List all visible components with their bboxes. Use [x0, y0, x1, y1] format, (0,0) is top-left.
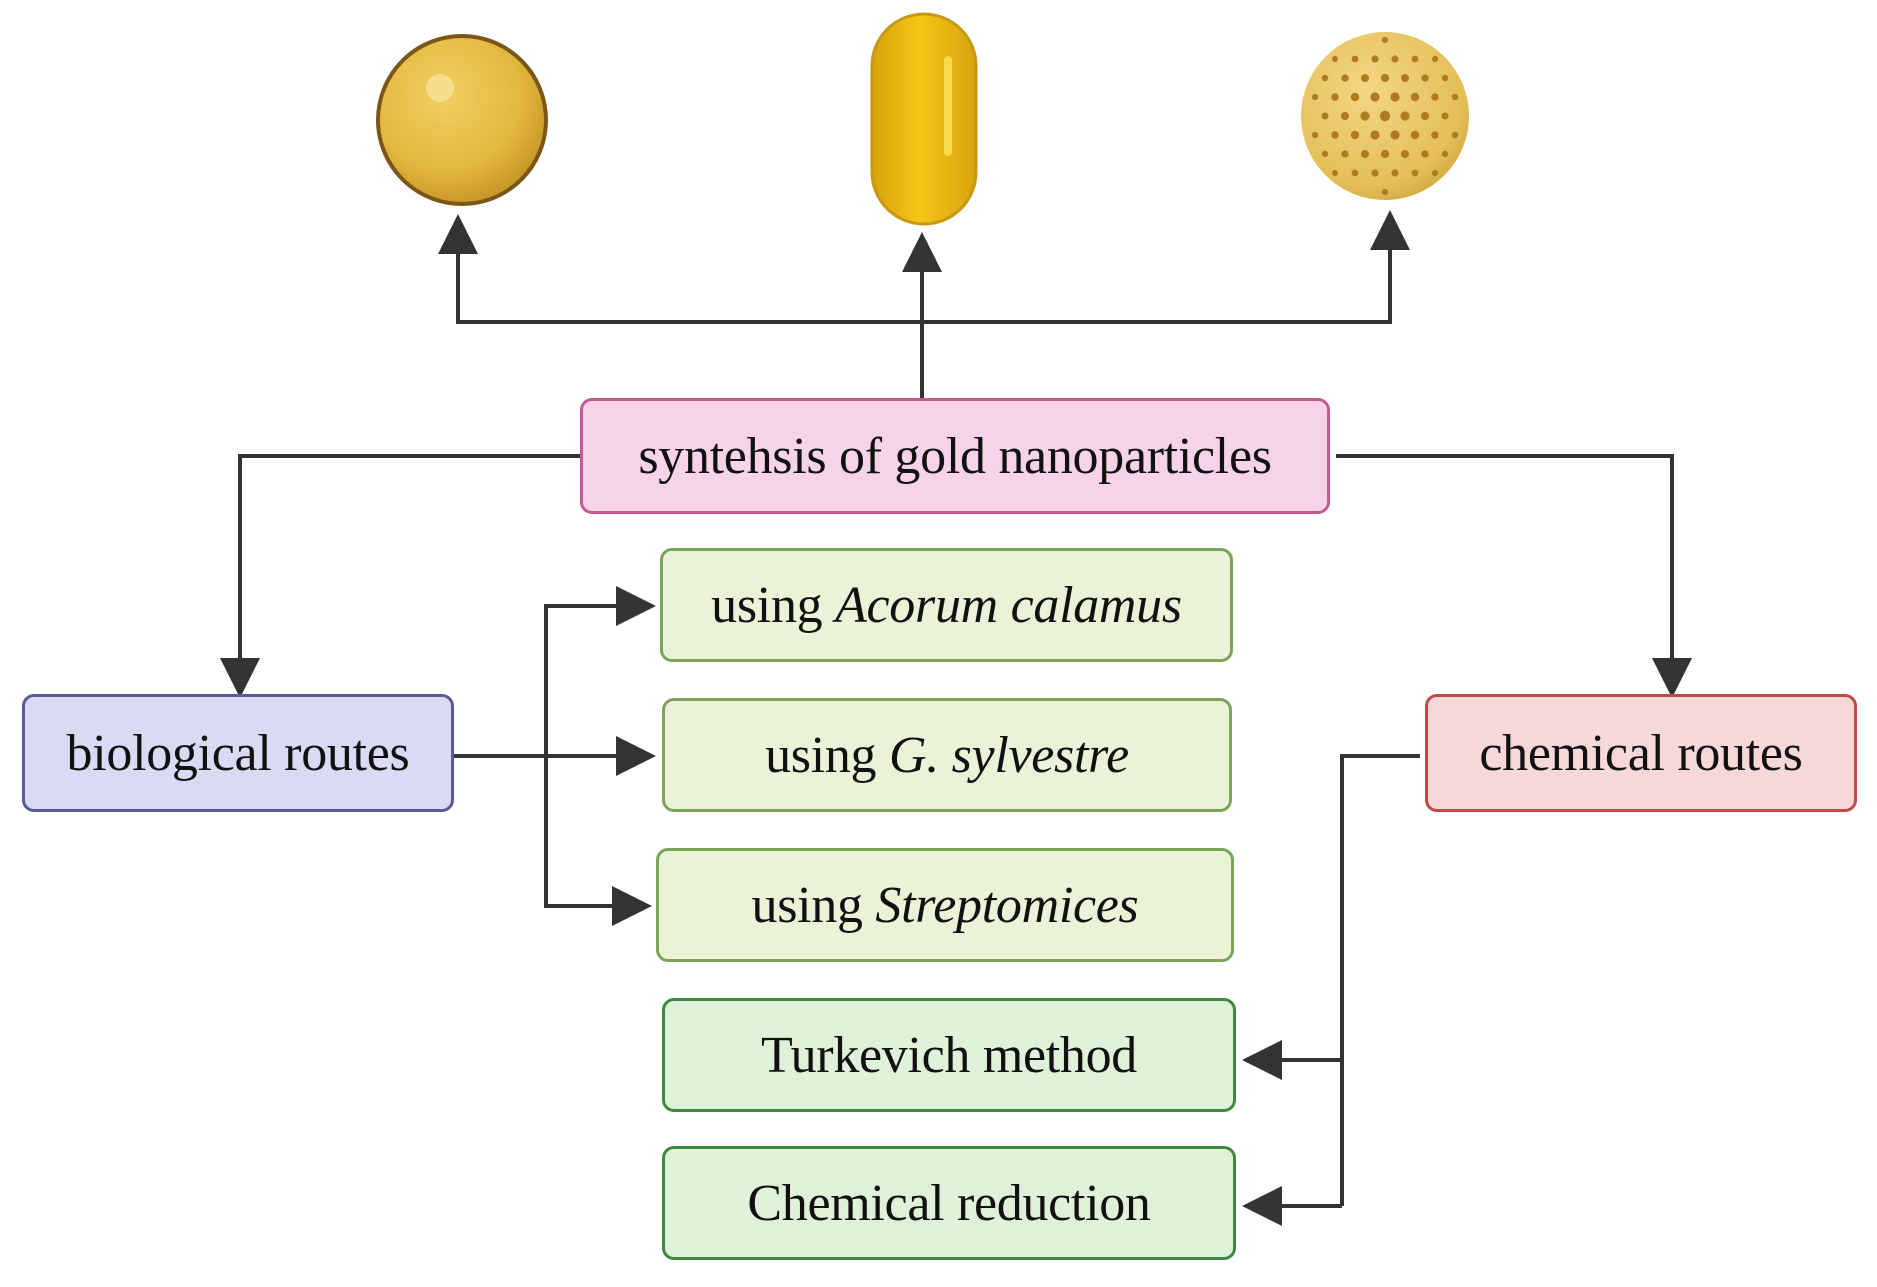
particle-connectors [438, 210, 1410, 398]
bio-item-label: using Streptomices [752, 876, 1139, 935]
porous-dot [1331, 131, 1339, 139]
bio-item-prefix: using [711, 576, 836, 634]
bio-item-species: G. sylvestre [888, 726, 1129, 784]
chem-item-label: Chemical reduction [747, 1174, 1151, 1232]
porous-dot [1441, 150, 1449, 158]
chem-item-connectors [1242, 754, 1420, 1226]
connector-to-porous [922, 210, 1410, 324]
porous-dot [1411, 55, 1419, 63]
bio-item-prefix: using [751, 876, 876, 934]
porous-dot [1361, 150, 1369, 158]
porous-dot [1380, 73, 1390, 83]
porous-dot [1380, 149, 1390, 159]
chem-item-chemical-reduction: Chemical reduction [662, 1146, 1236, 1260]
chem-item-turkevich: Turkevich method [662, 998, 1236, 1112]
porous-dot [1410, 130, 1420, 140]
biological-routes-label: biological routes [66, 724, 410, 782]
porous-dot [1401, 150, 1409, 158]
bio-item-species: Streptomices [875, 876, 1139, 934]
porous-dot [1350, 92, 1360, 102]
porous-dot [1321, 150, 1329, 158]
route-connectors [220, 454, 1692, 698]
sphere-icon [376, 34, 548, 206]
porous-dot [1451, 93, 1459, 101]
porous-dot [1441, 74, 1449, 82]
bio-item-label: using G. sylvestre [765, 726, 1129, 785]
porous-dot [1431, 93, 1439, 101]
connector-root-to-bio [220, 454, 580, 698]
bio-item-label: using Acorum calamus [711, 576, 1182, 635]
bio-item-species: Acorum calamus [835, 576, 1182, 634]
porous-dot [1350, 130, 1360, 140]
chem-item-label: Turkevich method [760, 1026, 1138, 1084]
porous-dot [1371, 169, 1379, 177]
root-label: syntehsis of gold nanoparticles [638, 427, 1272, 485]
porous-dot [1421, 150, 1429, 158]
porous-dot [1391, 169, 1399, 177]
connector-to-sphere [438, 214, 922, 324]
porous-dot [1331, 55, 1339, 63]
porous-dot [1420, 111, 1430, 121]
bio-item-streptomices: using Streptomices [656, 848, 1234, 962]
connector-root-to-chem [1336, 454, 1692, 698]
porous-dot [1351, 169, 1359, 177]
biological-routes-node: biological routes [22, 694, 454, 812]
porous-dot [1311, 93, 1319, 101]
porous-dot [1370, 130, 1380, 140]
rod-icon [870, 12, 978, 226]
porous-dot [1400, 111, 1410, 121]
porous-dot [1451, 131, 1459, 139]
porous-dot [1381, 188, 1389, 196]
porous-sphere-icon [1301, 32, 1469, 200]
bio-item-connectors [448, 586, 656, 926]
porous-dot [1431, 169, 1439, 177]
porous-dot [1401, 74, 1409, 82]
porous-dot [1441, 112, 1449, 120]
porous-dot [1390, 130, 1400, 140]
bio-item-sylvestre: using G. sylvestre [662, 698, 1232, 812]
porous-dot [1341, 150, 1349, 158]
connector-bio-to-acorum [544, 586, 656, 756]
porous-dot [1331, 169, 1339, 177]
porous-dot [1391, 55, 1399, 63]
root-node: syntehsis of gold nanoparticles [580, 398, 1330, 514]
porous-dot [1411, 169, 1419, 177]
porous-dot [1341, 74, 1349, 82]
porous-dot [1311, 131, 1319, 139]
bio-item-acorum: using Acorum calamus [660, 548, 1233, 662]
connector-bio-to-strep [544, 756, 652, 926]
porous-dot [1371, 55, 1379, 63]
porous-dot [1431, 131, 1439, 139]
porous-dot [1390, 92, 1400, 102]
bio-item-prefix: using [765, 726, 889, 784]
chemical-routes-node: chemical routes [1425, 694, 1857, 812]
porous-dot [1360, 111, 1370, 121]
porous-dot [1321, 112, 1329, 120]
porous-dot [1421, 74, 1429, 82]
porous-dot [1410, 92, 1420, 102]
porous-dot [1431, 55, 1439, 63]
porous-dot [1370, 92, 1380, 102]
porous-dot [1340, 111, 1350, 121]
porous-dot [1379, 110, 1391, 122]
porous-dot [1361, 74, 1369, 82]
chemical-routes-label: chemical routes [1479, 724, 1803, 782]
porous-dot [1331, 93, 1339, 101]
porous-dot [1321, 74, 1329, 82]
porous-dot [1381, 36, 1389, 44]
porous-dot [1351, 55, 1359, 63]
connector-chem-trunk [1340, 754, 1420, 1206]
